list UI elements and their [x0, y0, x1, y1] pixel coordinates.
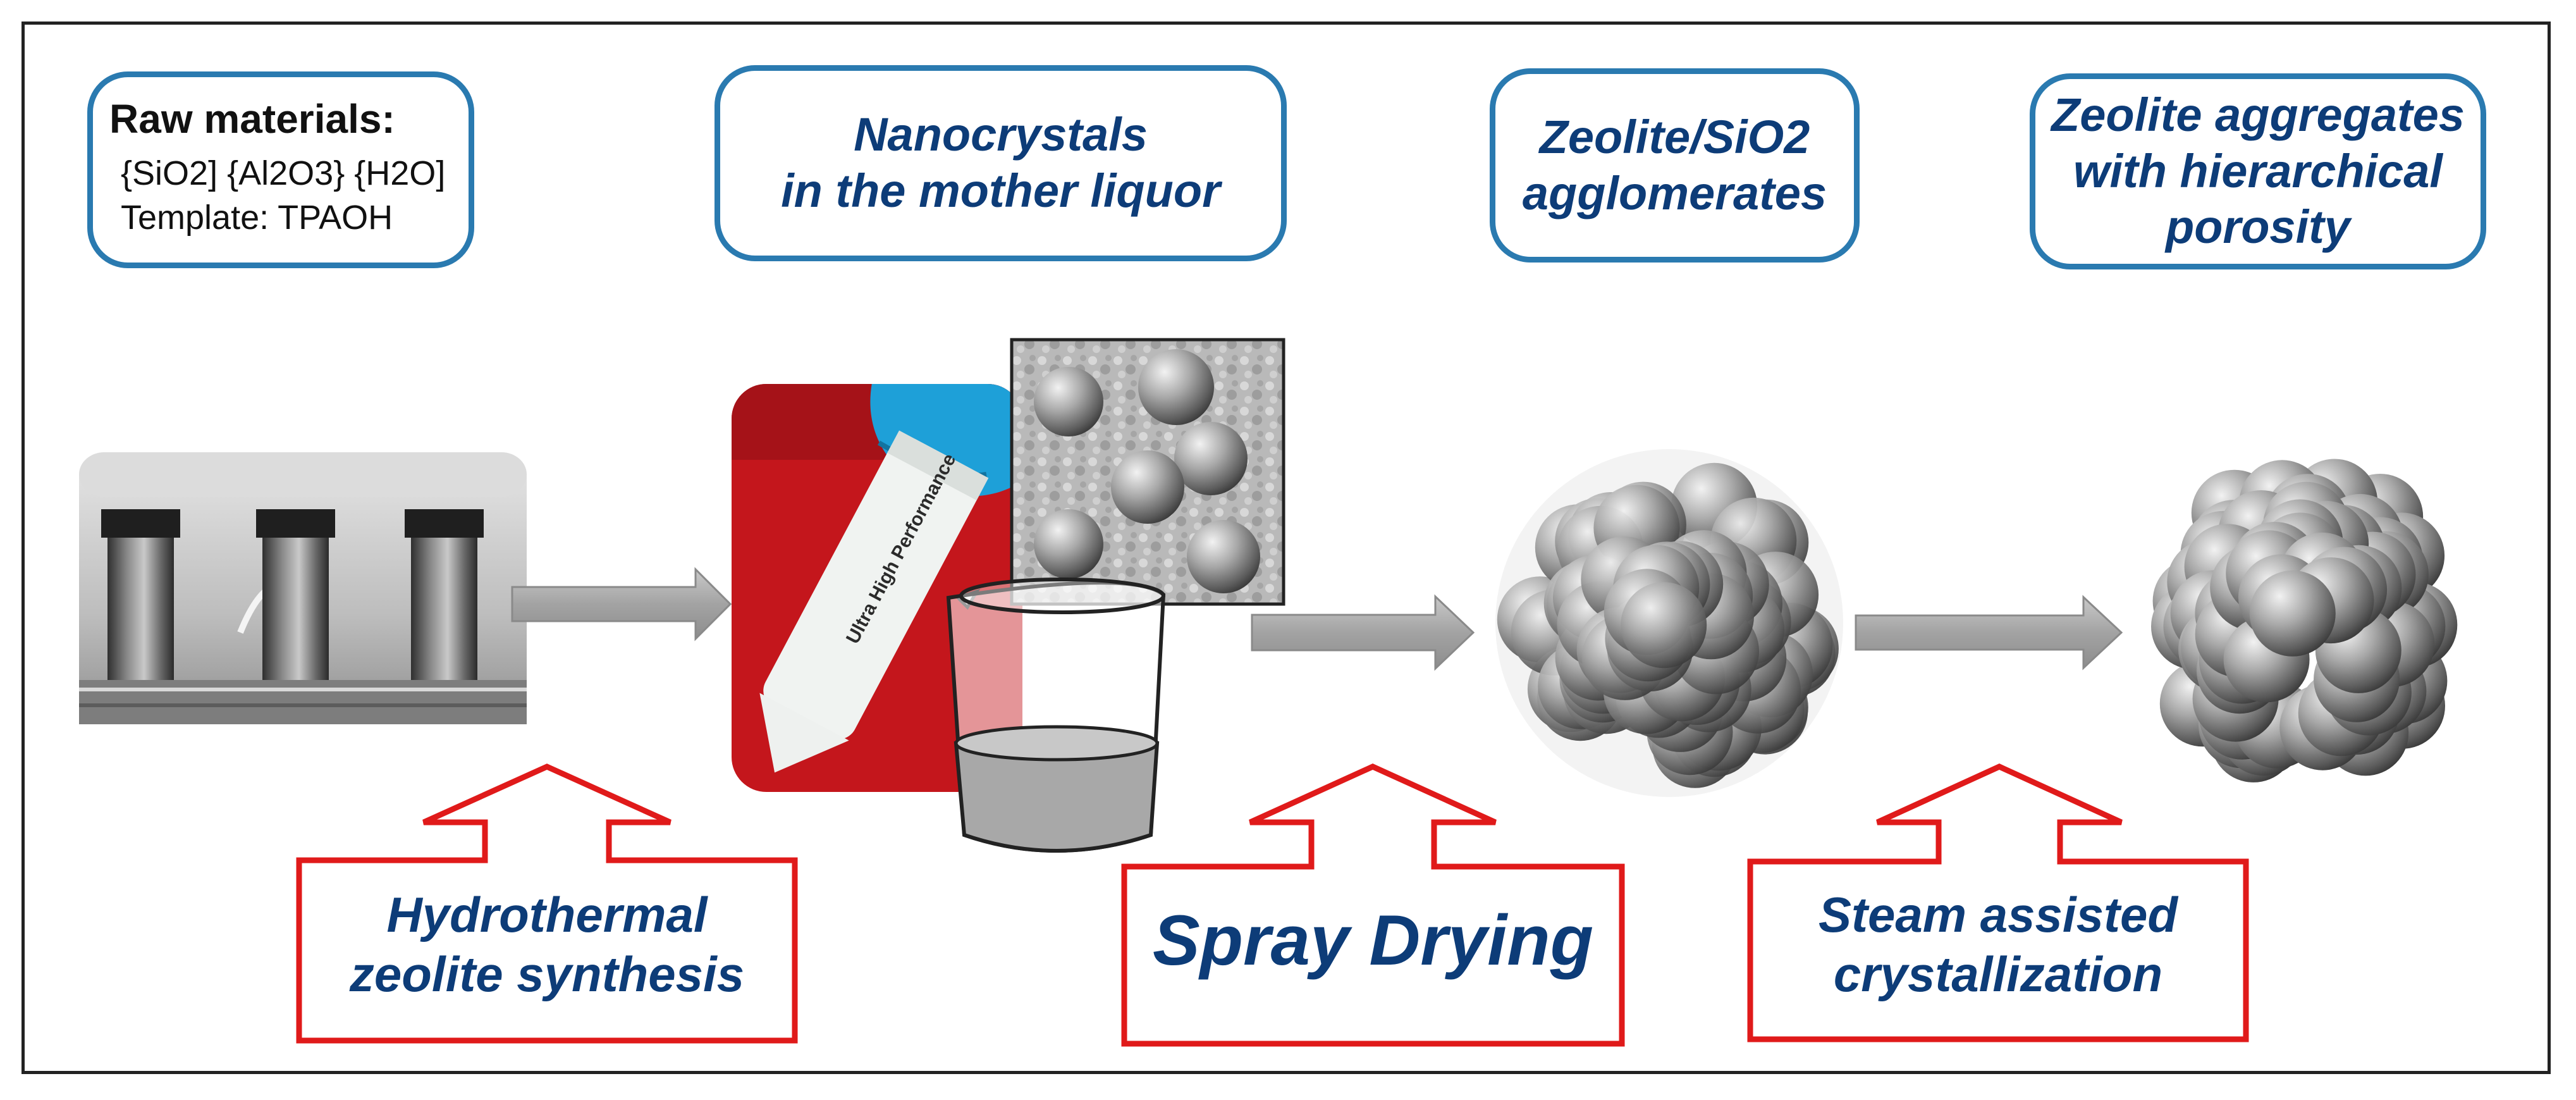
tube-photo: Ultra High Performance — [732, 384, 1022, 792]
stage-title-line: agglomerates — [1522, 166, 1827, 219]
agglomerate-sphere — [1495, 449, 1843, 797]
crystal-sphere — [1621, 582, 1707, 669]
flow-arrow-3 — [1855, 595, 2123, 671]
process-label-line: crystallization — [1833, 946, 2163, 1002]
beaker-icon — [946, 578, 1166, 853]
stage-box-agglomerates: Zeolite/SiO2 agglomerates — [1490, 68, 1860, 263]
hierarchical-aggregate — [2151, 459, 2458, 782]
flow-arrow-2 — [1251, 594, 1475, 671]
process-label-line: Steam assisted — [1819, 887, 2178, 942]
stage-title-line: Zeolite aggregates — [2051, 88, 2465, 141]
process-label-line: Spray Drying — [1152, 901, 1594, 980]
flow-arrow-1 — [511, 567, 732, 641]
process-label-steam: Steam assisted crystallization — [1750, 886, 2246, 1004]
process-arrow-steam — [1747, 763, 2249, 1042]
process-arrow-spray — [1121, 763, 1625, 1047]
nanocrystal-inset — [1010, 338, 1285, 606]
process-label-hydrothermal: Hydrothermal zeolite synthesis — [299, 886, 795, 1004]
stage-title-line: Zeolite/SiO2 — [1539, 110, 1810, 163]
process-label-spray: Spray Drying — [1124, 898, 1622, 983]
crystal-sphere — [2249, 570, 2336, 657]
raw-materials-heading: Raw materials: — [109, 96, 395, 142]
stage-box-nanocrystals: Nanocrystals in the mother liquor — [715, 65, 1287, 261]
stage-title-line: in the mother liquor — [781, 164, 1220, 217]
process-label-line: Hydrothermal — [386, 887, 708, 942]
raw-materials-box: Raw materials: {SiO2] {Al2O3} {H2O] Temp… — [87, 71, 474, 268]
raw-materials-oxides: {SiO2] {Al2O3} {H2O] — [121, 154, 446, 192]
stage-title-line: with hierarchical — [2073, 144, 2443, 197]
process-arrow-hydrothermal — [296, 763, 798, 1044]
stage-box-hierarchical: Zeolite aggregates with hierarchical por… — [2030, 73, 2486, 269]
stage-title-line: Nanocrystals — [854, 108, 1148, 161]
stage-title-line: porosity — [2166, 201, 2350, 254]
autoclave-photo — [79, 452, 527, 724]
process-label-line: zeolite synthesis — [349, 946, 745, 1002]
raw-materials-template: Template: TPAOH — [121, 198, 393, 237]
